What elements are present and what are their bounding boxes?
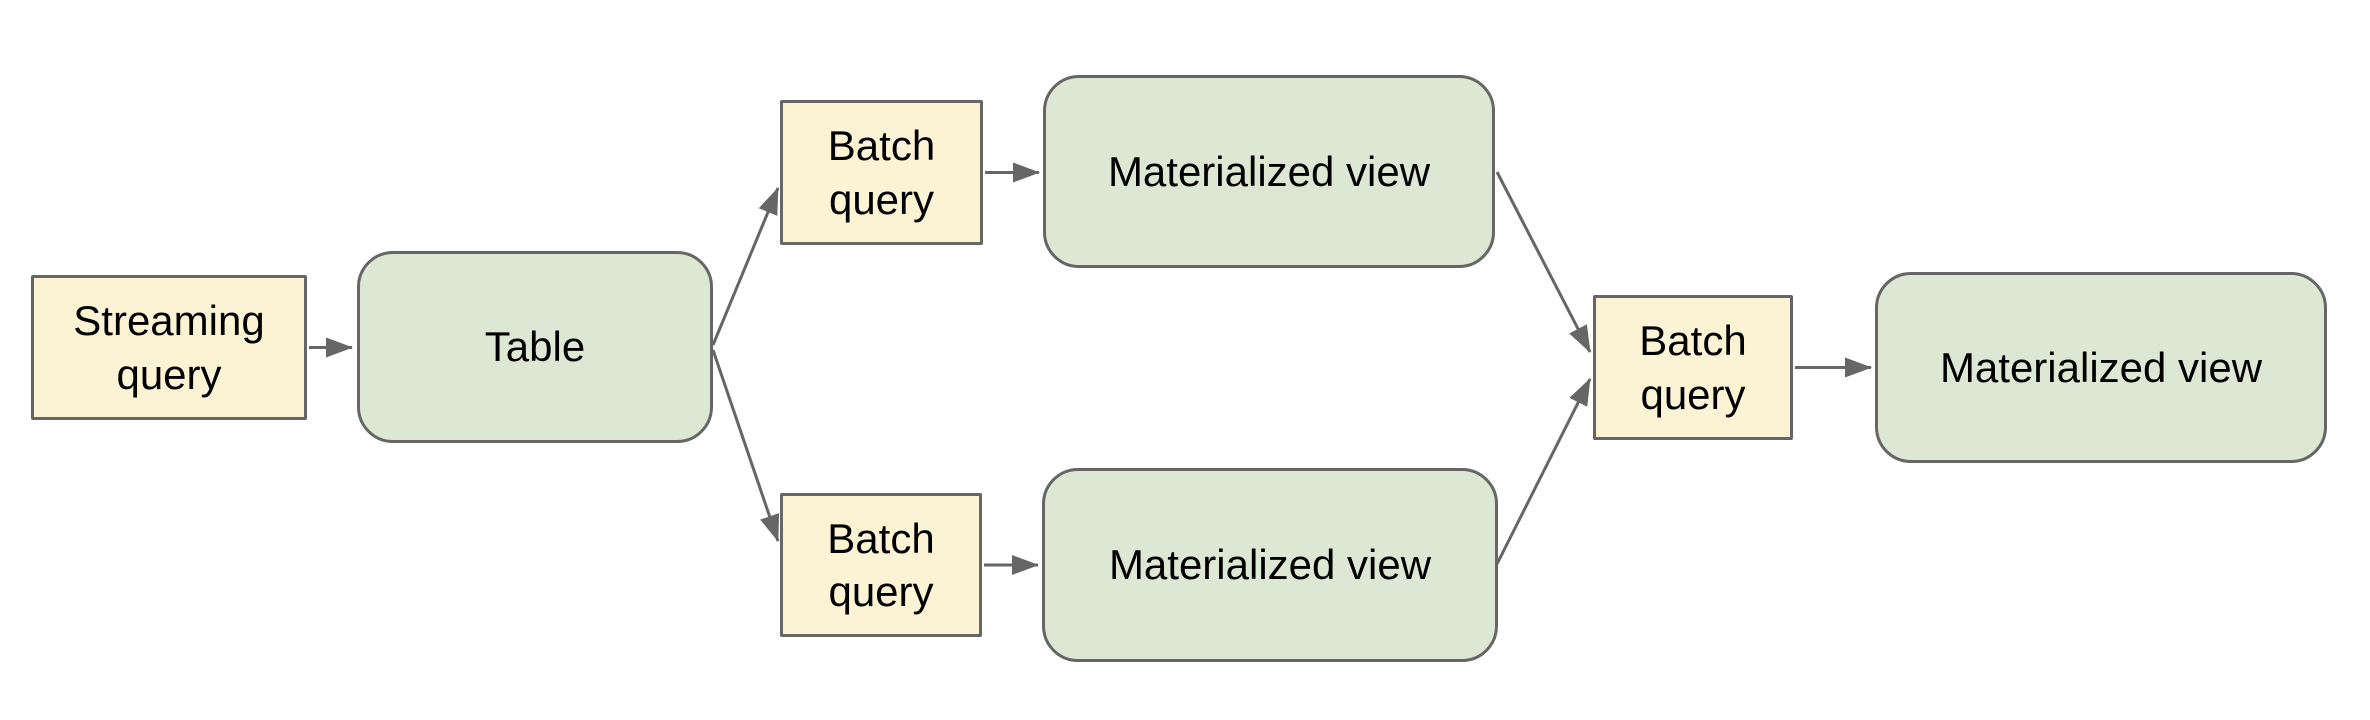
node-table: Table [357, 251, 713, 443]
node-batch-query-top: Batch query [780, 100, 983, 245]
node-materialized-view-bottom: Materialized view [1042, 468, 1498, 662]
edge-table-to-batch-top [711, 187, 780, 346]
node-batch-query-bottom-label: Batch query [827, 514, 935, 615]
node-materialized-view-top-label: Materialized view [1107, 147, 1431, 195]
node-batch-query-bottom: Batch query [780, 493, 982, 637]
node-batch-query-right-label: Batch query [1639, 317, 1747, 418]
edge-table-to-batch-bottom [711, 349, 780, 542]
node-materialized-view-final: Materialized view [1875, 272, 2327, 463]
node-batch-query-right: Batch query [1593, 295, 1793, 440]
node-streaming-query-label: Streaming query [73, 297, 265, 398]
node-batch-query-top-label: Batch query [827, 122, 936, 223]
node-streaming-query: Streaming query [31, 275, 307, 420]
node-materialized-view-final-label: Materialized view [1939, 343, 2263, 391]
edge-mv-top-to-batch-right [1495, 171, 1592, 353]
node-table-label: Table [484, 323, 586, 371]
node-materialized-view-top: Materialized view [1043, 75, 1495, 268]
edge-mv-bottom-to-batch-right [1495, 378, 1592, 565]
node-materialized-view-bottom-label: Materialized view [1108, 541, 1432, 589]
